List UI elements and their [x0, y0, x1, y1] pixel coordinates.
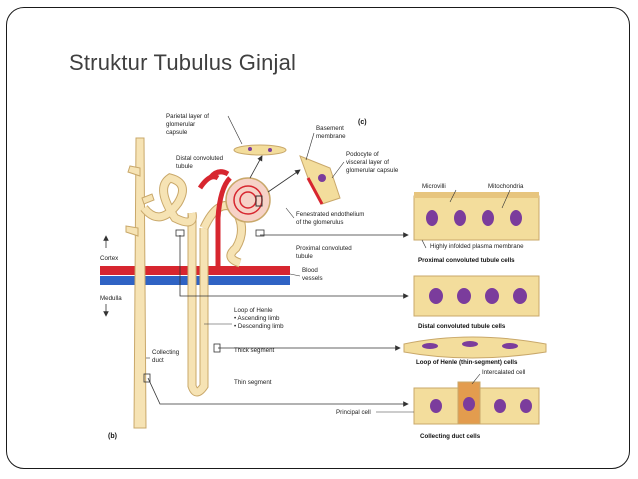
- podocyte-label-3: glomerular capsule: [346, 167, 399, 174]
- distal-tubule-label-2: tubule: [176, 163, 193, 170]
- collecting-duct-label-1: Collecting: [152, 349, 180, 356]
- panel-c-label: (c): [358, 119, 367, 126]
- podocyte-label-1: Podocyte of: [346, 151, 379, 158]
- section-markers: [143, 229, 265, 383]
- proximal-tubule-label-2: tubule: [296, 253, 313, 260]
- thick-segment-label: Thick segment: [234, 347, 275, 354]
- fenestrated-label-2: of the glomerulus: [296, 219, 343, 226]
- parietal-label-2: glomerular: [166, 121, 195, 128]
- henle-cells-caption: Loop of Henle (thin-segment) cells: [416, 359, 518, 366]
- henle-cells-panel: [403, 336, 547, 359]
- podocyte-detail: [299, 155, 341, 205]
- basement-label-2: membrane: [316, 133, 346, 140]
- blood-vessels-label-2: vessels: [302, 275, 323, 282]
- slide-title: Struktur Tubulus Ginjal: [69, 50, 297, 75]
- henle-label-1: Loop of Henle: [234, 307, 273, 314]
- collecting-cells-caption: Collecting duct cells: [420, 433, 481, 440]
- medulla-label: Medulla: [100, 295, 122, 302]
- distal-tubule-label-1: Distal convoluted: [176, 155, 224, 162]
- collecting-cells-panel: [413, 381, 540, 425]
- parietal-layer-cells: [233, 144, 287, 156]
- basement-label-1: Basement: [316, 125, 344, 132]
- intercalated-cell-label: Intercalated cell: [482, 369, 525, 376]
- microvilli-label: Microvilli: [422, 183, 446, 190]
- principal-cell-label: Principal cell: [336, 409, 371, 416]
- thin-segment-label: Thin segment: [234, 379, 272, 386]
- infolded-membrane-label: Highly infolded plasma membrane: [430, 243, 524, 250]
- nephron-figure: (b) (c) Parietal layer of glomerular cap…: [100, 108, 570, 453]
- parietal-label-3: capsule: [166, 129, 188, 136]
- distal-cells-panel: [413, 275, 540, 317]
- panel-b-label: (b): [108, 433, 117, 440]
- proximal-cells-panel: [413, 192, 540, 241]
- parietal-label-1: Parietal layer of: [166, 113, 209, 120]
- distal-cells-caption: Distal convoluted tubule cells: [418, 323, 506, 330]
- cortex-label: Cortex: [100, 255, 119, 262]
- henle-label-3: • Descending limb: [234, 323, 284, 330]
- glomerulus: [225, 177, 271, 223]
- blood-vessels-label-1: Blood: [302, 267, 318, 274]
- arterioles: [197, 169, 232, 266]
- proximal-tubule-label-1: Proximal convoluted: [296, 245, 352, 252]
- collecting-duct-label-2: duct: [152, 357, 164, 364]
- podocyte-label-2: visceral layer of: [346, 159, 389, 166]
- mitochondria-label: Mitochondria: [488, 183, 524, 190]
- proximal-cells-caption: Proximal convoluted tubule cells: [418, 257, 515, 264]
- henle-label-2: • Ascending limb: [234, 315, 280, 322]
- fenestrated-label-1: Fenestrated endothelium: [296, 211, 364, 218]
